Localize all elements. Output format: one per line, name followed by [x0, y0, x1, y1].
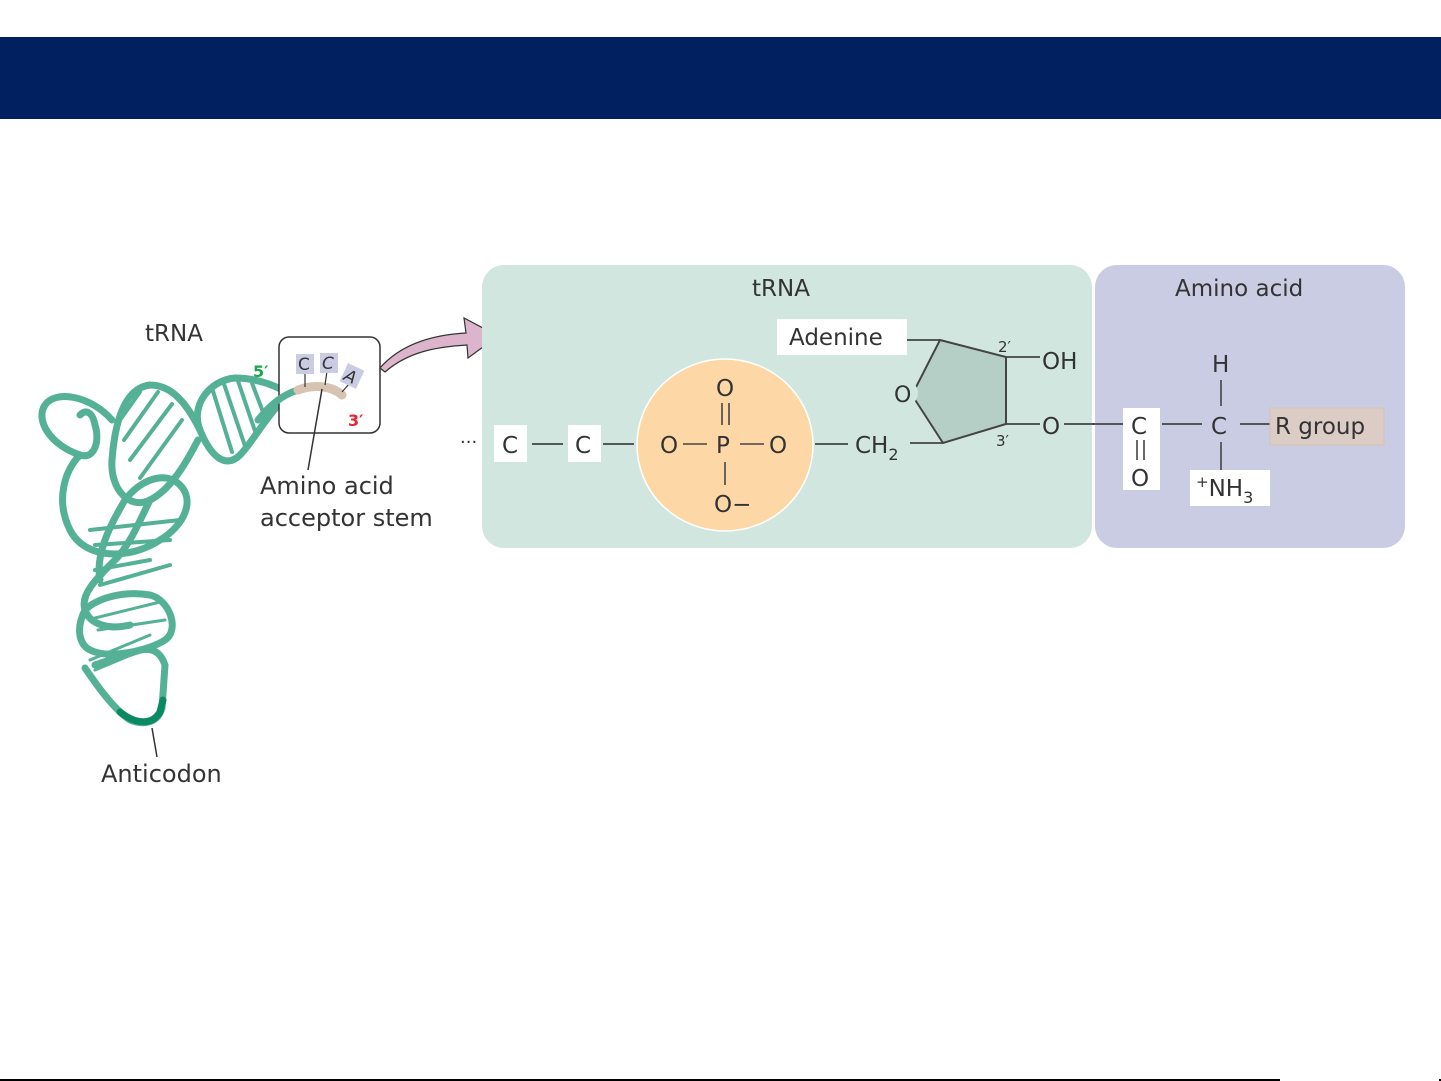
- cca-base-1: C: [298, 355, 310, 375]
- amino-acid-panel-title: Amino acid: [1175, 276, 1303, 302]
- chain-carbon-1: C: [502, 433, 518, 459]
- phosphate-p: P: [716, 433, 730, 459]
- d-loop: [42, 397, 112, 456]
- carbonyl-carbon: C: [1131, 414, 1147, 440]
- position-2-prime: 2′: [998, 338, 1012, 356]
- three-prime-label: 3′: [348, 411, 363, 430]
- phosphate-o-bottom: O−: [714, 492, 751, 518]
- anticodon-label: Anticodon: [101, 760, 222, 788]
- ester-oxygen: O: [1042, 414, 1060, 440]
- hydroxyl-label: OH: [1042, 349, 1077, 375]
- trna-strand: [63, 455, 187, 580]
- acceptor-label-line2: acceptor stem: [260, 504, 433, 532]
- phosphate-o-left: O: [660, 433, 678, 459]
- alpha-carbon: C: [1211, 414, 1227, 440]
- alpha-h: H: [1212, 352, 1229, 378]
- zoom-arrow-icon: [380, 318, 498, 372]
- cca-base-2: C: [322, 354, 334, 374]
- chain-continuation: ···: [460, 432, 477, 453]
- acceptor-label-line1: Amino acid: [260, 472, 394, 500]
- anticodon-segment: [120, 700, 163, 722]
- adenine-label: Adenine: [789, 325, 883, 351]
- five-prime-label: 5′: [253, 362, 268, 381]
- phosphate-o-right: O: [769, 433, 787, 459]
- trna-cloverleaf-model: [42, 378, 295, 723]
- trna-panel-title: tRNA: [752, 276, 810, 302]
- ring-oxygen: O: [894, 383, 911, 408]
- anticodon-leader-line: [152, 728, 157, 757]
- trna-strand: [112, 385, 200, 503]
- r-group-label: R group: [1275, 414, 1365, 440]
- chain-carbon-2: C: [575, 433, 591, 459]
- trna-model-title: tRNA: [145, 321, 203, 347]
- phosphate-o-top: O: [716, 376, 734, 402]
- carbonyl-oxygen: O: [1131, 466, 1149, 492]
- position-3-prime: 3′: [996, 432, 1010, 450]
